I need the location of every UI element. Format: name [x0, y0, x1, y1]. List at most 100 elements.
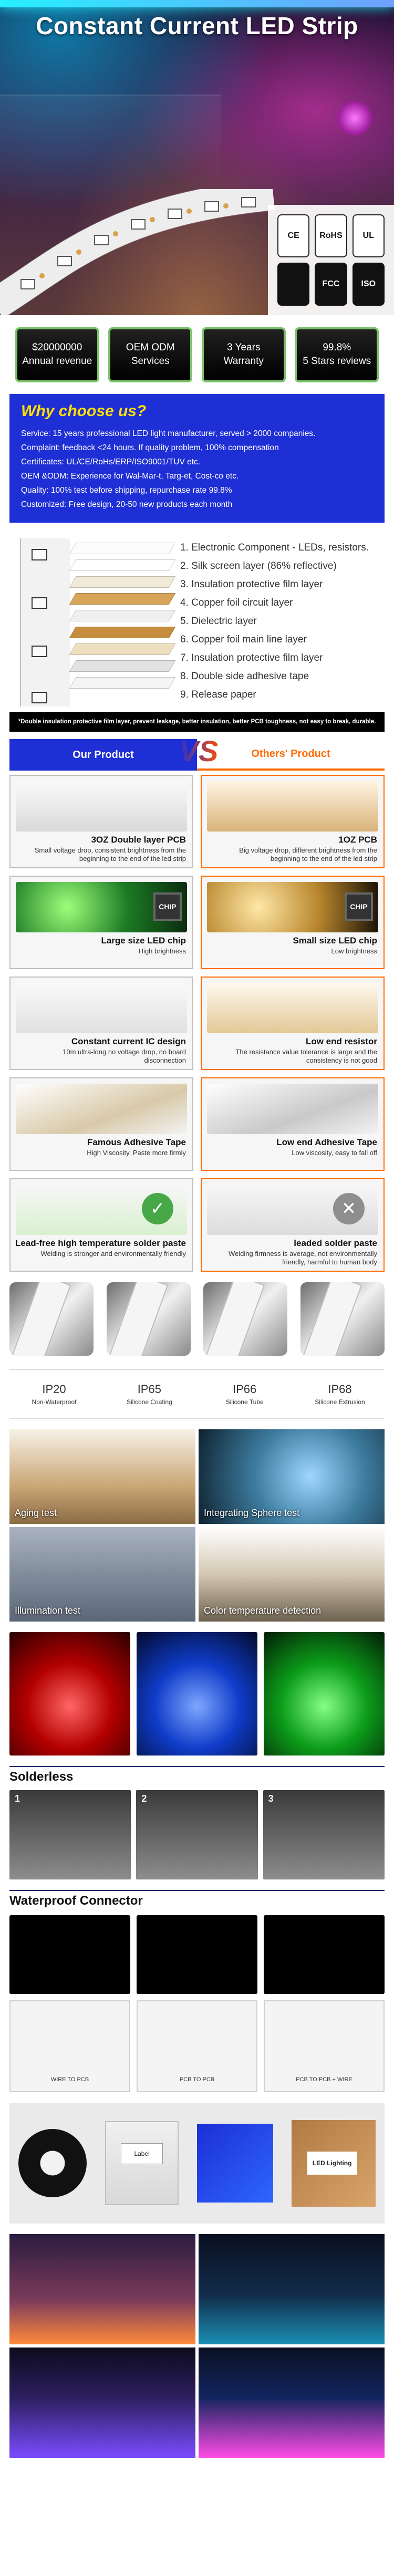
connector-label: PCB TO PCB [179, 2076, 215, 2083]
compare-card-other-chip: CHIP Small size LED chip Low brightness [201, 876, 385, 969]
stat-warranty: 3 Years Warranty [201, 327, 286, 382]
layer-item: 5. Dielectric layer [180, 616, 257, 627]
pcb-layer-structure: 1. Electronic Component - LEDs, resistor… [9, 535, 385, 709]
ip-name: Silicone Extrusion [315, 1398, 365, 1406]
compare-desc: Welding firmness is average, not environ… [228, 1250, 377, 1266]
layer-item: 1. Electronic Component - LEDs, resistor… [180, 542, 369, 553]
compare-desc: Small voltage drop, consistent brightnes… [34, 846, 186, 863]
why-choose-us: Why choose us? Service: 15 years profess… [9, 394, 385, 523]
ip-label: IP68 Silicone Extrusion [300, 1383, 379, 1406]
warning-x-icon: ✕ [333, 1193, 365, 1224]
chip-icon: CHIP [153, 892, 182, 921]
compare-card-our-ic: Constant current IC design 10m ultra-lon… [9, 977, 193, 1070]
strip-sample [108, 1282, 168, 1356]
why-line-quality: Quality: 100% test before shipping, repu… [21, 486, 232, 495]
stat-label: Annual revenue [22, 356, 92, 367]
ip-label: IP66 Silicone Tube [205, 1383, 284, 1406]
compare-card-other-resistor: Low end resistor The resistance value to… [201, 977, 385, 1070]
stat-value: 3 Years [227, 342, 261, 353]
product-page: Constant Current LED Strip CE RoHS [0, 0, 394, 2469]
carton-label: LED Lighting [307, 2151, 357, 2175]
led-chip [32, 549, 47, 560]
tape-image [207, 1084, 378, 1134]
compare-card-our-solder: ✓ Lead-free high temperature solder past… [9, 1178, 193, 1272]
layer-sheet [69, 576, 176, 588]
led-reel-image [18, 2129, 87, 2197]
layer-sheet [69, 627, 176, 638]
ip-name: Silicone Coating [126, 1398, 172, 1406]
layer-sheet [69, 593, 176, 605]
stat-label: Warranty [223, 356, 264, 367]
layer-sheet [69, 610, 176, 621]
led-strip-image [0, 189, 275, 315]
compare-title: Small size LED chip [293, 936, 377, 946]
solderless-steps: 1 2 3 [9, 1790, 385, 1879]
compare-title: Low end resistor [305, 1036, 377, 1046]
test-label: Aging test [15, 1508, 57, 1518]
layer-sheet [69, 643, 176, 655]
stat-oem: OEM ODM Services [108, 327, 193, 382]
rgb-color-images [9, 1632, 385, 1756]
ip-code: IP68 [328, 1382, 352, 1396]
test-label: Color temperature detection [204, 1605, 322, 1616]
section-title: Waterproof Connector [9, 1894, 143, 1908]
compare-title: Large size LED chip [101, 936, 186, 946]
why-line-oem: OEM &ODM: Experience for Wal-Mar-t, Targ… [21, 472, 239, 481]
comparison-header: Our Product Others' Product VS [9, 734, 385, 771]
layer-sheet [69, 660, 176, 672]
bag-label: Label [121, 2143, 163, 2164]
strip-sample [302, 1282, 362, 1356]
others-product-tab: Others' Product [197, 739, 385, 771]
hero-title: Constant Current LED Strip [36, 12, 358, 39]
compare-card-our-tape: Famous Adhesive Tape High Viscosity, Pas… [9, 1077, 193, 1171]
connector-image [9, 1915, 130, 1994]
connector-sample: WIRE TO PCB [9, 2000, 130, 2092]
pcb-image [207, 781, 378, 832]
ip-label: IP20 Non-Waterproof [15, 1383, 94, 1406]
our-product-tab: Our Product [9, 739, 197, 771]
anti-static-bag: Label [105, 2121, 179, 2205]
connector-label: PCB TO PCB + WIRE [296, 2076, 352, 2083]
step-number: 3 [268, 1793, 274, 1804]
layer-item: 2. Silk screen layer (86% reflective) [180, 560, 337, 572]
ic-image [16, 983, 187, 1033]
compare-title: Famous Adhesive Tape [87, 1137, 186, 1147]
application-scenes [9, 2234, 385, 2469]
aging-test-image: Aging test [9, 1429, 195, 1524]
compare-desc: Welding is stronger and environmentally … [40, 1250, 186, 1258]
why-line-certificates: Certificates: UL/CE/RoHs/ERP/ISO9001/TUV… [21, 458, 201, 466]
layer-item: 7. Insulation protective film layer [180, 652, 323, 663]
solderless-step: 1 [9, 1790, 131, 1879]
stage-lighting-scene [199, 2348, 385, 2458]
ul-icon: UL [352, 214, 385, 257]
bridge-night-scene [9, 2348, 195, 2458]
compare-title: Lead-free high temperature solder paste [15, 1238, 186, 1248]
fcc-icon: FCC [315, 263, 347, 306]
connector-image [264, 1915, 385, 1994]
chip-icon: CHIP [345, 892, 373, 921]
shipping-carton: LED Lighting [291, 2120, 376, 2207]
layer-item: 9. Release paper [180, 689, 256, 700]
eco-check-icon: ✓ [142, 1193, 173, 1224]
ip-label: IP65 Silicone Coating [110, 1383, 189, 1406]
compare-card-our-pcb: 3OZ Double layer PCB Small voltage drop,… [9, 775, 193, 868]
tape-image [16, 1084, 187, 1134]
strip-sample [11, 1282, 71, 1356]
layer-item: 6. Copper foil main line layer [180, 634, 307, 645]
stat-revenue: $20000000 Annual revenue [15, 327, 99, 382]
compare-desc: High brightness [138, 947, 186, 955]
step-number: 2 [141, 1793, 147, 1804]
solderless-header: Solderless [9, 1766, 385, 1787]
step-number: 1 [15, 1793, 20, 1804]
waterproof-connectors: WIRE TO PCB PCB TO PCB PCB TO PCB + WIRE [9, 1915, 385, 2092]
illumination-test-image: Illumination test [9, 1527, 195, 1622]
integrating-sphere-image: Integrating Sphere test [199, 1429, 385, 1524]
iso-icon: ISO [352, 263, 385, 306]
layer-note: *Double insulation protective film layer… [9, 712, 385, 732]
led-chip [32, 692, 47, 703]
compare-title: Constant current IC design [71, 1036, 186, 1046]
solderless-step: 3 [263, 1790, 385, 1879]
strip-sample [205, 1282, 265, 1356]
stat-label: 5 Stars reviews [303, 356, 371, 367]
connector-sample: PCB TO PCB + WIRE [264, 2000, 385, 2092]
